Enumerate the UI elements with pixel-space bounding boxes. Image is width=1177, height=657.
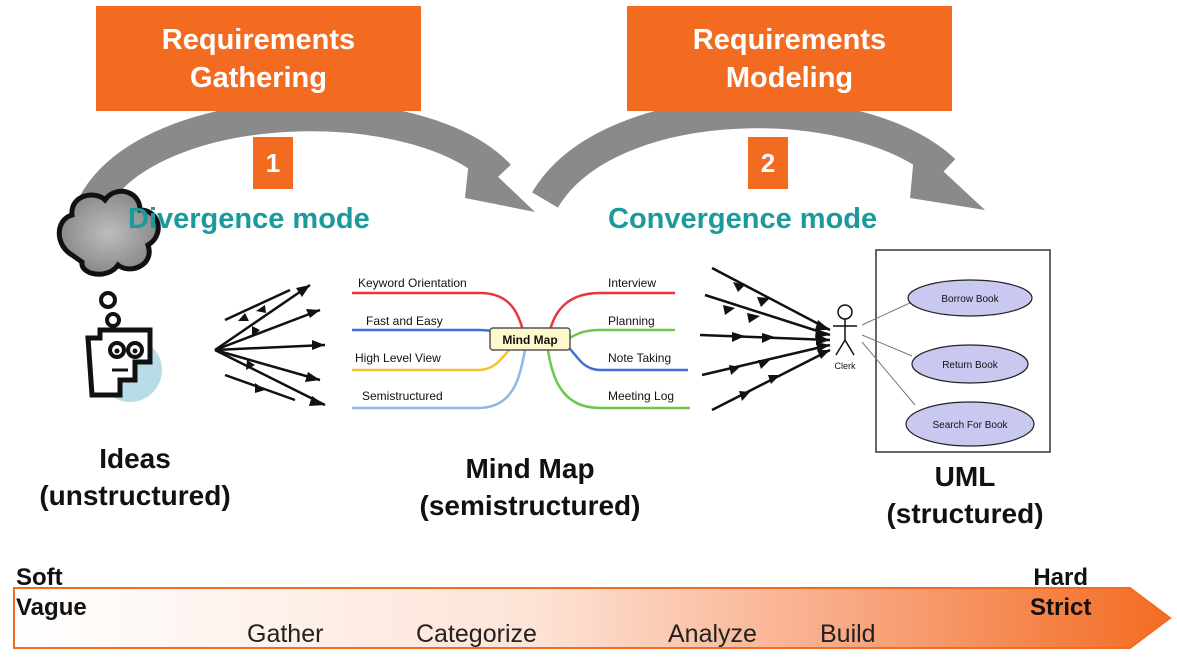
stage-caption-line: UML <box>934 461 996 492</box>
mind-map-branch-label: Note Taking <box>608 351 671 365</box>
phase-box-modeling: Requirements Modeling <box>627 6 952 111</box>
scale-left-top: Soft <box>16 564 63 591</box>
scale-activity-label: Categorize <box>416 620 537 648</box>
mind-map-branch-label: Planning <box>608 314 655 328</box>
stage-caption-line: (structured) <box>886 498 1044 529</box>
divergence-mode-label: Divergence mode <box>128 203 370 235</box>
uml-association-lines <box>861 301 916 406</box>
scale-left-bottom: Vague <box>16 594 87 621</box>
thinking-person-icon <box>56 188 162 402</box>
phase-box-gathering: Requirements Gathering <box>96 6 421 111</box>
arc-arrow-gathering <box>78 101 535 213</box>
stage-caption-ideas: Ideas (unstructured) <box>0 440 270 514</box>
stage-caption-line: (semistructured) <box>419 490 641 521</box>
phase-title-line: Modeling <box>725 61 854 94</box>
scale-activity-label: Build <box>820 620 876 648</box>
mind-map-branch-label: Keyword Orientation <box>358 276 467 290</box>
scale-right-top: Hard <box>1033 564 1089 591</box>
scale-right-bottom: Strict <box>1030 594 1092 621</box>
use-case-label: Search For Book <box>932 420 1008 431</box>
scale-right-label: Hard Strict <box>1030 563 1091 623</box>
use-case-ellipse <box>905 401 1035 447</box>
phase-title-line: Requirements <box>161 23 356 56</box>
divergence-arrowheads <box>238 285 325 406</box>
use-case-label: Return Book <box>942 360 999 371</box>
stage-caption-line: (unstructured) <box>39 480 231 511</box>
use-case-ellipse <box>911 344 1029 384</box>
mind-map-center-label: Mind Map <box>502 333 557 347</box>
convergence-arrowheads <box>723 282 830 401</box>
phase-title-line: Gathering <box>190 61 327 94</box>
mind-map-branch-label: Fast and Easy <box>366 314 443 328</box>
step-number-badge: 2 <box>748 137 788 189</box>
mind-map-branch-label: Semistructured <box>362 389 443 403</box>
phase-title-line: Requirements <box>692 23 887 56</box>
step-number-badge: 1 <box>253 137 293 189</box>
mind-map-branch-label: Interview <box>608 276 656 290</box>
use-case-label: Borrow Book <box>941 294 999 305</box>
scale-activity-label: Analyze <box>668 620 757 648</box>
stage-caption-line: Ideas <box>99 443 171 474</box>
mind-map-branch-label: Meeting Log <box>608 389 674 403</box>
scale-activity-label: Gather <box>247 620 324 648</box>
mind-map-branch-label: High Level View <box>355 351 441 365</box>
uml-actor-icon <box>833 304 857 356</box>
convergence-mode-label: Convergence mode <box>608 203 878 235</box>
mind-map-center-node <box>489 327 571 351</box>
arc-arrow-modeling <box>532 98 985 210</box>
use-case-ellipse <box>907 279 1033 317</box>
stage-caption-uml: UML (structured) <box>855 458 1075 532</box>
stage-caption-line: Mind Map <box>465 453 595 484</box>
uml-actor-label: Clerk <box>834 361 856 371</box>
scale-left-label: Soft Vague <box>16 563 87 623</box>
divergence-arrows <box>214 283 326 407</box>
soft-to-hard-scale-arrow <box>13 587 1172 649</box>
stage-caption-mind-map: Mind Map (semistructured) <box>380 450 680 524</box>
